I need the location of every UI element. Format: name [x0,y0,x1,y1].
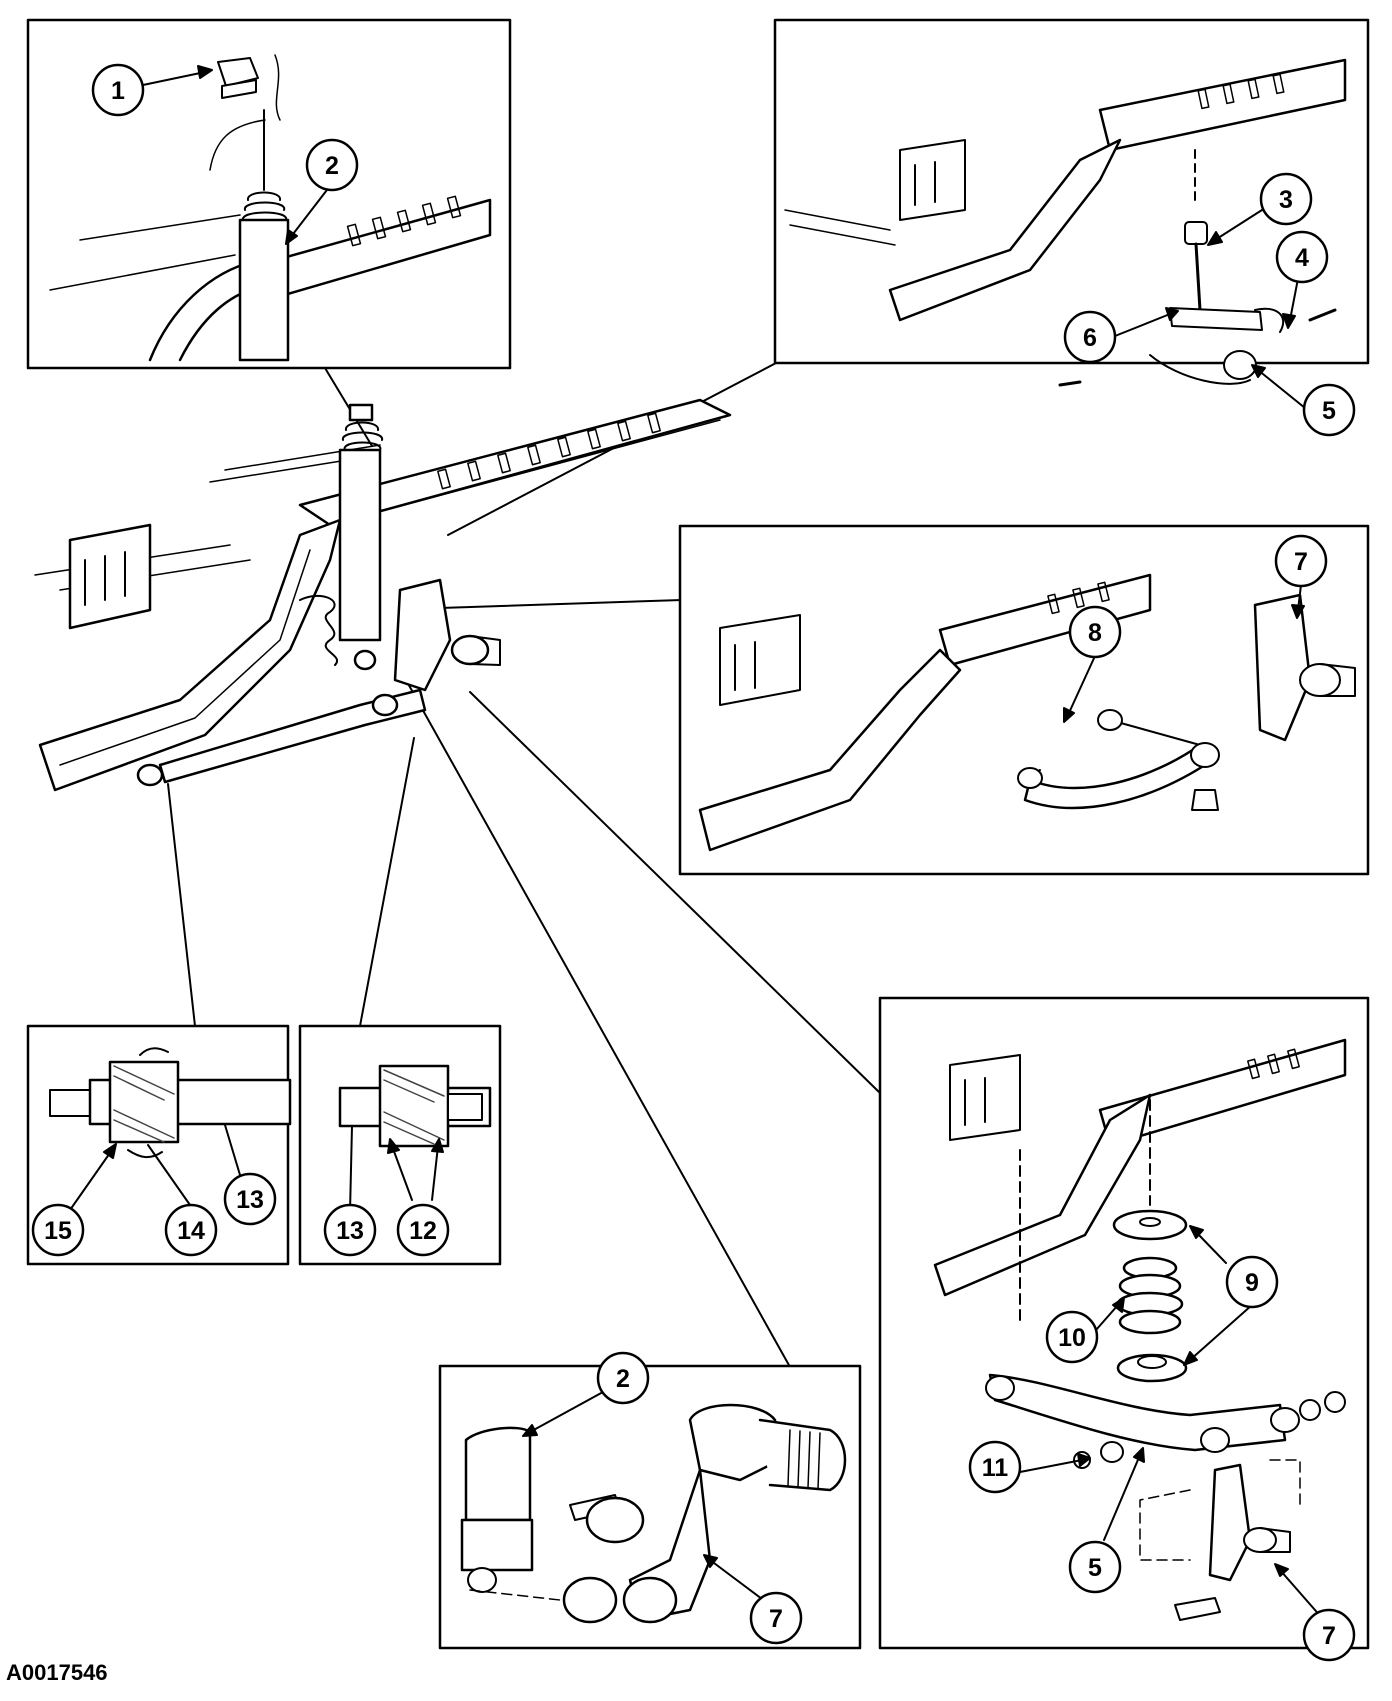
callout-6: 6 [1063,310,1117,364]
callout-9-label: 9 [1245,1269,1259,1297]
callout-1: 1 [91,63,145,117]
callout-4-label: 4 [1295,244,1309,272]
detail-box-upper-arm [678,524,1370,876]
figure-id: A0017546 [6,1660,108,1685]
callout-9: 9 [1225,1255,1279,1309]
callout-3: 3 [1259,172,1313,226]
callout-12: 12 [396,1203,450,1257]
callout-7-bottom-label: 7 [769,1605,783,1633]
callout-5-bottom-label: 5 [1088,1554,1102,1582]
callout-5-bottom: 5 [1068,1540,1122,1594]
callout-15-label: 15 [44,1217,72,1245]
callout-8: 8 [1068,605,1122,659]
callout-13-left: 13 [223,1172,277,1226]
leader-lines [167,362,881,1368]
callout-6-label: 6 [1083,324,1097,352]
callout-8-label: 8 [1088,619,1102,647]
callout-14: 14 [164,1203,218,1257]
callout-7-mid-label: 7 [1294,548,1308,576]
callout-circles: 1 2 3 4 6 5 7 8 15 14 13 13 12 9 10 [31,63,1356,1662]
callout-13-right-label: 13 [336,1217,364,1245]
callout-4: 4 [1275,230,1329,284]
callout-13-left-label: 13 [236,1186,264,1214]
callout-3-label: 3 [1279,186,1293,214]
callout-11: 11 [968,1440,1022,1494]
callout-2-bottom-label: 2 [616,1365,630,1393]
callout-7-bottom-right: 7 [1302,1608,1356,1662]
callout-15: 15 [31,1203,85,1257]
callout-2-bottom: 2 [596,1351,650,1405]
callout-14-label: 14 [177,1217,205,1245]
callout-7-mid: 7 [1274,534,1328,588]
callout-arrows [69,65,1323,1619]
callout-10-label: 10 [1058,1324,1086,1352]
callout-5-top: 5 [1302,383,1356,437]
callout-12-label: 12 [409,1217,437,1245]
callout-7-bottom: 7 [749,1591,803,1645]
callout-5-top-label: 5 [1322,397,1336,425]
callout-7-bottom-right-label: 7 [1322,1622,1336,1650]
main-assembly-view [34,398,732,792]
callout-10: 10 [1045,1310,1099,1364]
callout-1-label: 1 [111,77,125,105]
callout-13-right: 13 [323,1203,377,1257]
callout-2-top: 2 [305,138,359,192]
detail-box-lower-arm-spring [878,996,1370,1650]
callout-2-top-label: 2 [325,152,339,180]
callout-11-label: 11 [982,1454,1009,1482]
